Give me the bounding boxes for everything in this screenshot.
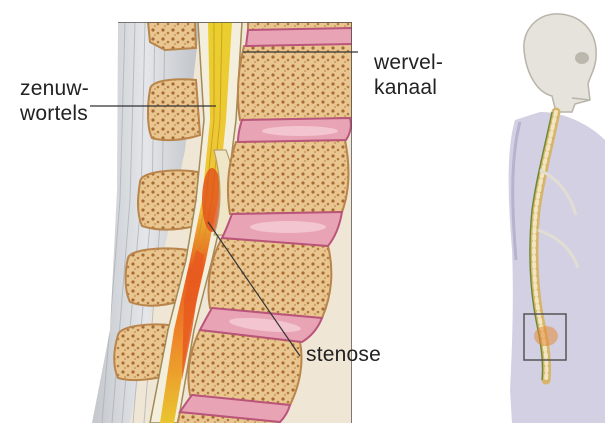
label-nerve-roots-line1: zenuw- <box>20 76 89 101</box>
label-stenosis: stenose <box>306 342 381 367</box>
label-nerve-roots-line2: wortels <box>20 101 89 126</box>
skull-icon <box>524 14 596 112</box>
body-silhouette <box>509 112 605 423</box>
label-spinal-canal-line2: kanaal <box>374 75 443 100</box>
label-nerve-roots: zenuw- wortels <box>20 76 89 126</box>
label-spinal-canal: wervel- kanaal <box>374 50 443 100</box>
label-spinal-canal-line1: wervel- <box>374 50 443 75</box>
